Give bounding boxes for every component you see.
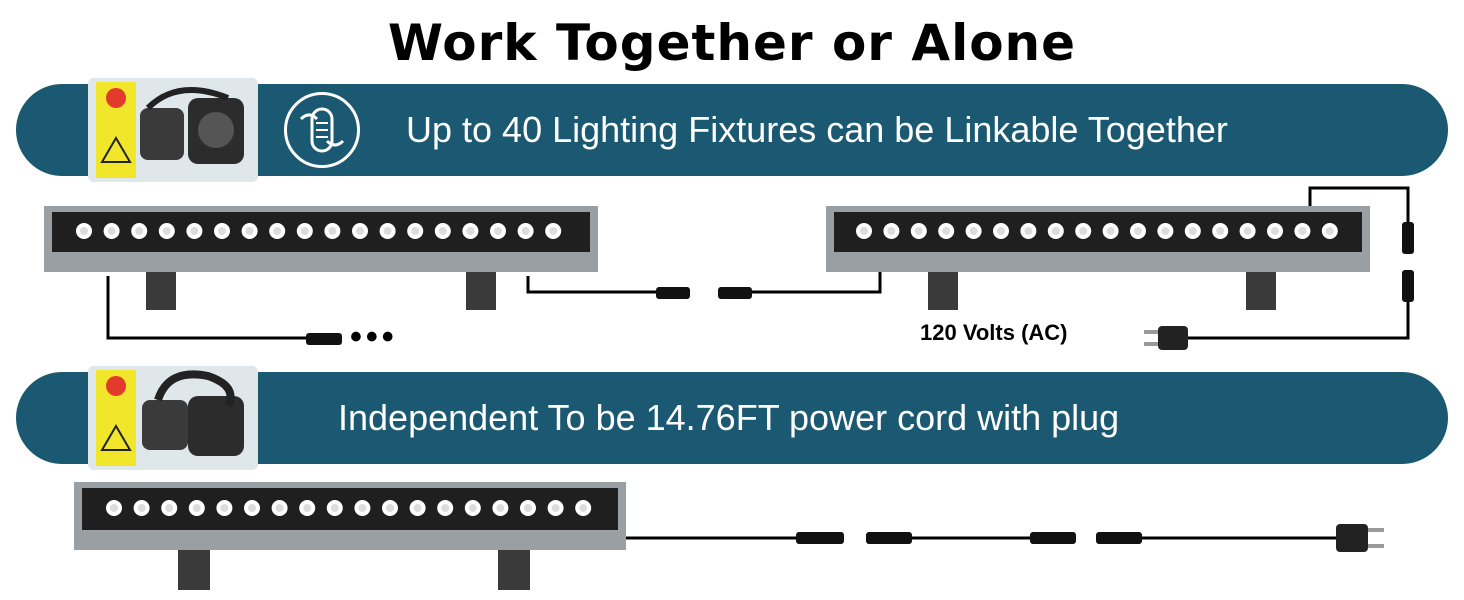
led [434,223,451,239]
led [407,223,424,239]
connector-photo-drawing [96,82,244,178]
led [517,223,534,239]
light-bar-fixture [44,206,598,310]
led [1184,223,1201,239]
led [188,500,205,516]
led [76,223,92,239]
led [1267,223,1283,239]
cable [1186,302,1410,340]
led [545,223,562,239]
connector [1096,532,1142,544]
led [1157,223,1174,239]
connector-photo [88,78,258,182]
connector [866,532,912,544]
connector [796,532,844,544]
led [993,223,1009,239]
connector [306,333,342,345]
led [216,500,233,516]
page-title: Work Together or Alone [387,14,1077,72]
led [1212,223,1229,239]
led [520,500,536,516]
led [883,223,900,239]
led [269,223,286,239]
led [856,223,872,239]
led [131,223,148,239]
led [324,223,341,239]
light-bar-fixture [74,482,626,590]
led [1321,223,1338,239]
led [244,500,260,516]
connector [656,287,690,299]
linkable-text: Up to 40 Lighting Fixtures can be Linkab… [406,109,1228,150]
continuation-dots: ••• [350,318,398,356]
led [437,500,454,516]
led [965,223,982,239]
led [158,223,175,239]
led [379,223,396,239]
light-bar-fixture [826,206,1370,310]
led [547,500,564,516]
cable [1308,186,1410,226]
led [133,500,150,516]
connector [1402,222,1414,254]
led [271,500,288,516]
led [938,223,955,239]
led [186,223,203,239]
connector [718,287,752,299]
waterproof-connector-photo [88,366,258,470]
waterproof-connector-drawing [96,370,244,466]
plug-icon [1144,326,1188,350]
led [464,500,481,516]
independent-banner: Independent To be 14.76FT power cord wit… [16,366,1448,470]
led [354,500,371,516]
voltage-label: 120 Volts (AC) [920,320,1068,345]
led [1020,223,1037,239]
link-icon [284,92,360,168]
led [492,500,509,516]
led [214,223,230,239]
led [1047,223,1064,239]
led [1075,223,1092,239]
led [296,223,313,239]
led [575,500,592,516]
cable [526,276,660,294]
led [1102,223,1119,239]
led [103,223,120,239]
led [462,223,479,239]
led [241,223,258,239]
linkable-banner: Up to 40 Lighting Fixtures can be Linkab… [16,78,1448,182]
led [409,500,426,516]
link-icon-drawing [299,107,345,153]
led [299,500,316,516]
plug-icon [1336,524,1384,552]
led [326,500,343,516]
cable [752,270,882,294]
led [1294,223,1311,239]
led [1130,223,1146,239]
led [490,223,506,239]
led [382,500,398,516]
cable [106,276,310,340]
led [161,500,178,516]
connector [1402,270,1414,302]
led [910,223,927,239]
connector [1030,532,1076,544]
led [106,500,122,516]
independent-text: Independent To be 14.76FT power cord wit… [338,397,1120,438]
led [352,223,368,239]
led [1239,223,1256,239]
